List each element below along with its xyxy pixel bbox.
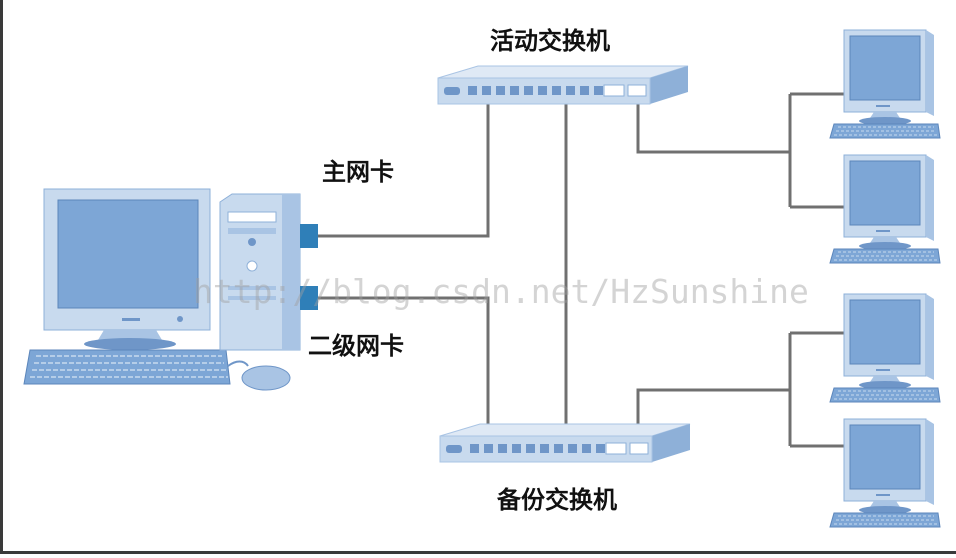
active-switch-label: 活动交换机: [490, 27, 610, 55]
wire-backup-clients: [636, 331, 848, 448]
active-switch: [437, 65, 689, 105]
client-computer: [829, 418, 941, 528]
wire-primary-nic: [318, 104, 490, 238]
server-mouse: [227, 360, 291, 391]
secondary-nic-label: 二级网卡: [308, 332, 404, 360]
watermark: http://blog.csdn.net/HzSunshine: [193, 272, 809, 311]
client-computer: [829, 154, 941, 264]
frame-border-left: [0, 0, 3, 554]
frame-border-bottom: [0, 551, 956, 554]
wires: [318, 92, 848, 448]
client-computer: [829, 29, 941, 139]
primary-nic-label: 主网卡: [322, 158, 394, 186]
wire-secondary-nic: [318, 296, 490, 440]
server-keyboard: [23, 349, 231, 385]
backup-switch: [439, 423, 691, 463]
primary-nic-port: [300, 224, 318, 248]
wire-active-clients: [636, 92, 848, 209]
backup-switch-label: 备份交换机: [497, 486, 617, 514]
client-computer: [829, 293, 941, 403]
secondary-nic-port: [300, 286, 318, 310]
server-tower: [219, 193, 301, 351]
server-monitor: [43, 188, 211, 350]
